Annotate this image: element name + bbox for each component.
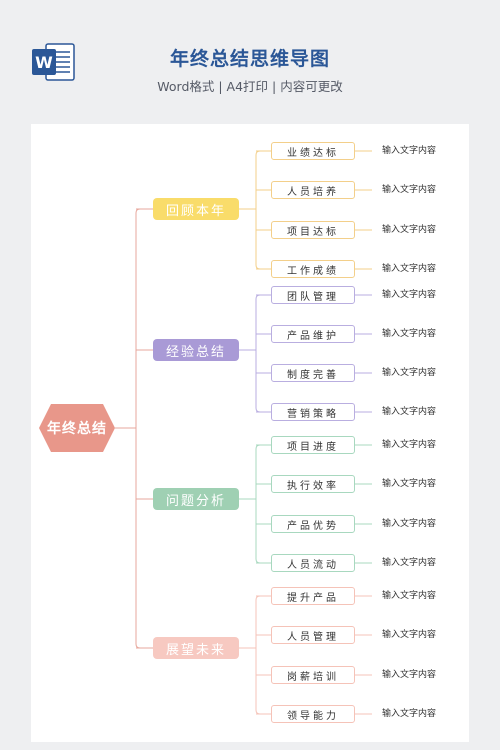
mindmap-leaf[interactable]: 产品维护 [271, 325, 355, 343]
mindmap-leaf[interactable]: 领导能力 [271, 705, 355, 723]
leaf-note: 输入文字内容 [382, 264, 437, 274]
leaf-label: 工作成绩 [287, 265, 339, 277]
mindmap-leaf[interactable]: 提升产品 [271, 587, 355, 605]
leaf-note: 输入文字内容 [382, 185, 437, 195]
leaf-label: 产品维护 [287, 330, 339, 342]
mindmap-root-label: 年终总结 [47, 421, 107, 437]
mindmap-leaf[interactable]: 制度完善 [271, 364, 355, 382]
leaf-label: 提升产品 [287, 592, 339, 604]
mindmap-leaf[interactable]: 项目达标 [271, 221, 355, 239]
page-title: 年终总结思维导图 [169, 48, 330, 70]
leaf-note: 输入文字内容 [382, 519, 437, 529]
leaf-label: 项目达标 [287, 226, 339, 238]
mindmap-leaf[interactable]: 营销策略 [271, 403, 355, 421]
leaf-note: 输入文字内容 [382, 329, 437, 339]
branch-label: 回顾本年 [165, 203, 226, 219]
leaf-note: 输入文字内容 [382, 670, 437, 680]
leaf-note: 输入文字内容 [382, 630, 437, 640]
leaf-label: 产品优势 [287, 520, 339, 532]
mindmap-leaf[interactable]: 产品优势 [271, 515, 355, 533]
mindmap-leaf[interactable]: 项目进度 [271, 436, 355, 454]
branch-label: 问题分析 [165, 493, 226, 509]
word-icon-letter: W [35, 53, 53, 72]
mindmap-leaf[interactable]: 人员管理 [271, 626, 355, 644]
leaf-label: 制度完善 [287, 369, 339, 381]
mindmap-root[interactable]: 年终总结 [39, 404, 115, 452]
leaf-note: 输入文字内容 [382, 368, 437, 378]
leaf-note: 输入文字内容 [382, 479, 437, 489]
page-subtitle: Word格式 | A4打印 | 内容可更改 [157, 79, 343, 94]
leaf-label: 业绩达标 [287, 147, 339, 159]
mindmap-leaf[interactable]: 岗薪培训 [271, 666, 355, 684]
word-icon: W [30, 38, 78, 86]
leaf-label: 岗薪培训 [287, 671, 339, 683]
mindmap-leaf[interactable]: 业绩达标 [271, 142, 355, 160]
leaf-note: 输入文字内容 [382, 225, 437, 235]
mindmap-leaf[interactable]: 人员流动 [271, 554, 355, 572]
leaf-label: 执行效率 [287, 480, 339, 492]
leaf-spine [255, 444, 261, 564]
mindmap-leaf[interactable]: 工作成绩 [271, 260, 355, 278]
leaf-note: 输入文字内容 [382, 558, 437, 568]
leaf-label: 人员流动 [287, 559, 339, 571]
branch-label: 经验总结 [165, 344, 226, 360]
leaf-note: 输入文字内容 [382, 440, 437, 450]
mindmap-branch-review[interactable]: 回顾本年 [153, 198, 239, 220]
mindmap-leaf[interactable]: 执行效率 [271, 475, 355, 493]
leaf-note: 输入文字内容 [382, 407, 437, 417]
leaf-label: 人员管理 [287, 631, 339, 643]
leaf-label: 团队管理 [287, 291, 339, 303]
leaf-label: 项目进度 [287, 441, 339, 453]
leaf-spine [255, 150, 261, 270]
mindmap-leaf[interactable]: 人员培养 [271, 181, 355, 199]
leaf-spine [255, 294, 261, 413]
leaf-note: 输入文字内容 [382, 591, 437, 601]
leaf-label: 领导能力 [287, 710, 339, 722]
mindmap-branch-experience[interactable]: 经验总结 [153, 339, 239, 361]
leaf-label: 人员培养 [287, 186, 339, 198]
leaf-note: 输入文字内容 [382, 709, 437, 719]
branch-label: 展望未来 [165, 642, 226, 658]
trunk-connector [135, 208, 141, 649]
mindmap-branch-outlook[interactable]: 展望未来 [153, 637, 239, 659]
mindmap-leaf[interactable]: 团队管理 [271, 286, 355, 304]
leaf-spine [255, 595, 261, 715]
leaf-label: 营销策略 [287, 408, 339, 420]
leaf-note: 输入文字内容 [382, 290, 437, 300]
mindmap-branch-analysis[interactable]: 问题分析 [153, 488, 239, 510]
leaf-note: 输入文字内容 [382, 146, 437, 156]
